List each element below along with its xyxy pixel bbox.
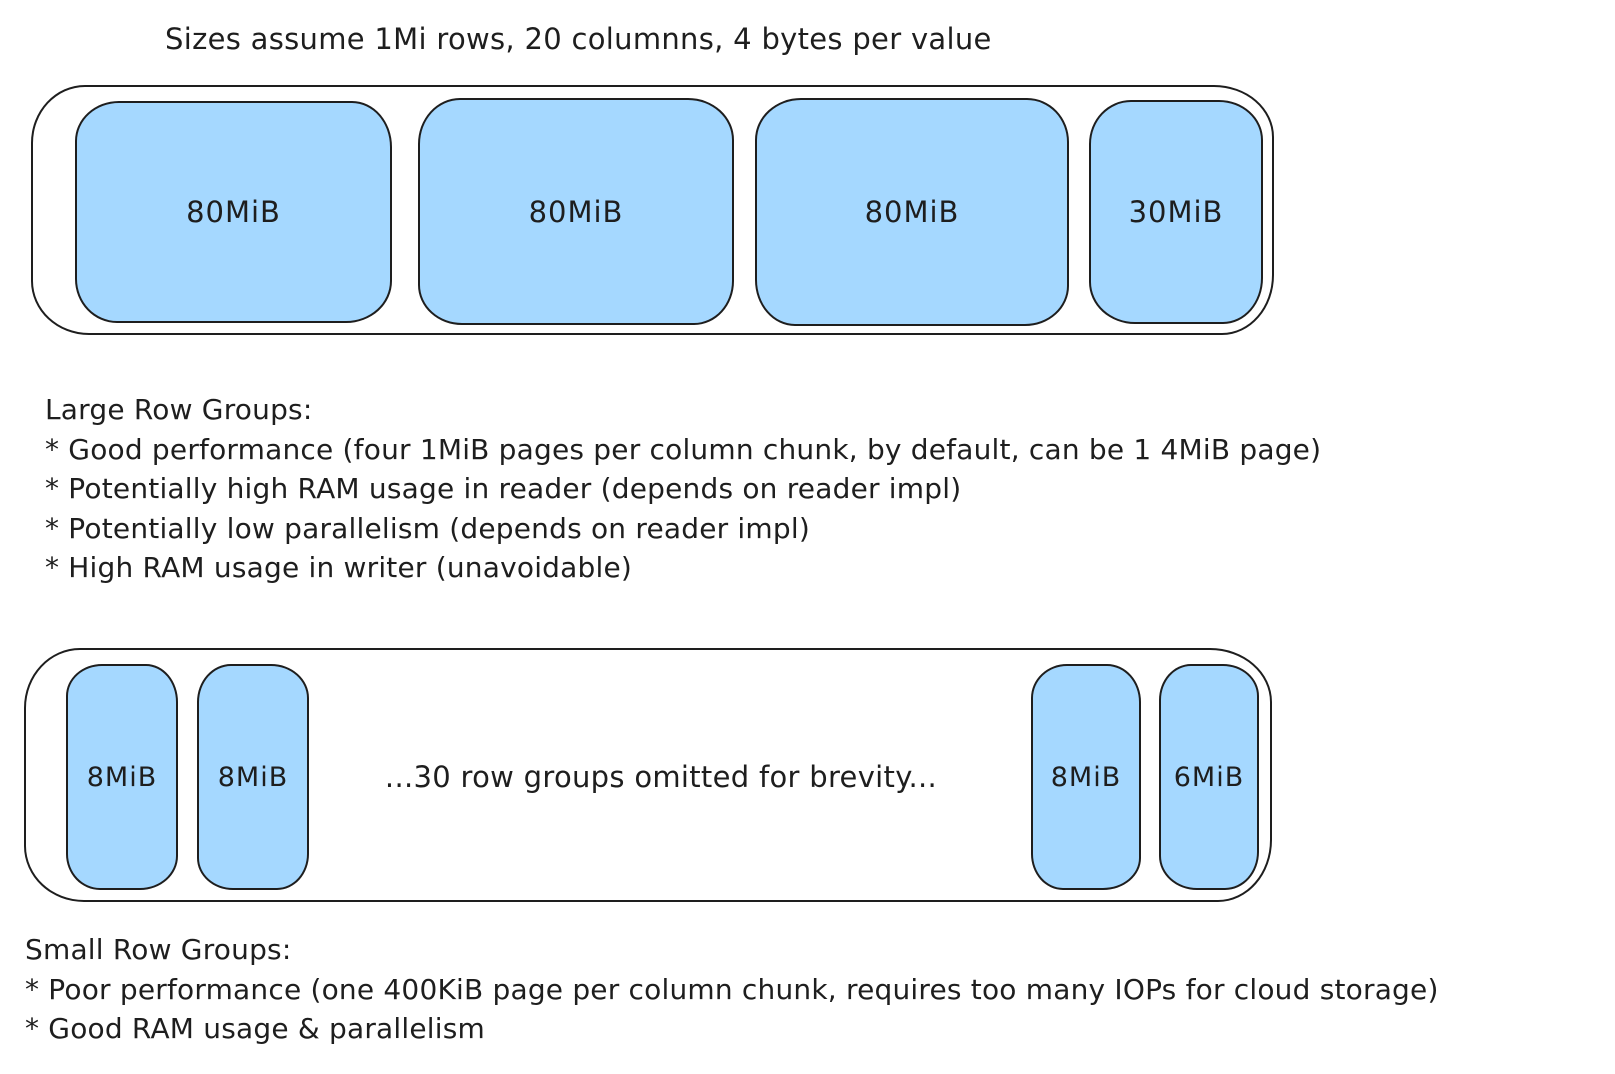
- small-row-groups-notes: Small Row Groups: * Poor performance (on…: [25, 930, 1439, 1049]
- large-row-groups-file-container: 80MiB 80MiB 80MiB 30MiB: [31, 85, 1274, 335]
- row-group-box: 80MiB: [418, 98, 734, 325]
- omitted-row-groups-note: ...30 row groups omitted for brevity...: [384, 760, 938, 794]
- row-group-size-label: 8MiB: [217, 761, 289, 793]
- row-group-size-label: 8MiB: [86, 761, 158, 793]
- bullet-item: * Potentially high RAM usage in reader (…: [45, 472, 962, 505]
- small-row-groups-heading: Small Row Groups:: [25, 933, 292, 966]
- row-group-box: 8MiB: [66, 664, 178, 890]
- row-group-size-label: 8MiB: [1050, 761, 1122, 793]
- bullet-item: * Poor performance (one 400KiB page per …: [25, 972, 1439, 1006]
- row-group-size-label: 30MiB: [1128, 195, 1224, 229]
- large-row-groups-notes: Large Row Groups: * Good performance (fo…: [45, 390, 1321, 588]
- row-group-box: 6MiB: [1159, 664, 1259, 890]
- row-group-box: 8MiB: [197, 664, 309, 890]
- bullet-item: * Good RAM usage & parallelism: [25, 1012, 486, 1045]
- row-group-box: 8MiB: [1031, 664, 1141, 890]
- small-row-groups-file-container: 8MiB 8MiB ...30 row groups omitted for b…: [24, 648, 1272, 902]
- row-group-box: 80MiB: [755, 98, 1069, 326]
- row-group-size-label: 80MiB: [186, 195, 281, 229]
- large-row-groups-heading: Large Row Groups:: [45, 393, 313, 426]
- bullet-item: * High RAM usage in writer (unavoidable): [45, 551, 633, 584]
- row-group-size-label: 80MiB: [528, 194, 624, 229]
- row-group-size-label: 80MiB: [864, 195, 960, 229]
- row-group-size-label: 6MiB: [1173, 761, 1245, 793]
- row-group-box: 80MiB: [75, 101, 392, 323]
- diagram-title: Sizes assume 1Mi rows, 20 columnns, 4 by…: [165, 22, 992, 56]
- row-group-box: 30MiB: [1089, 100, 1263, 324]
- bullet-item: * Good performance (four 1MiB pages per …: [45, 432, 1322, 466]
- bullet-item: * Potentially low parallelism (depends o…: [45, 511, 810, 545]
